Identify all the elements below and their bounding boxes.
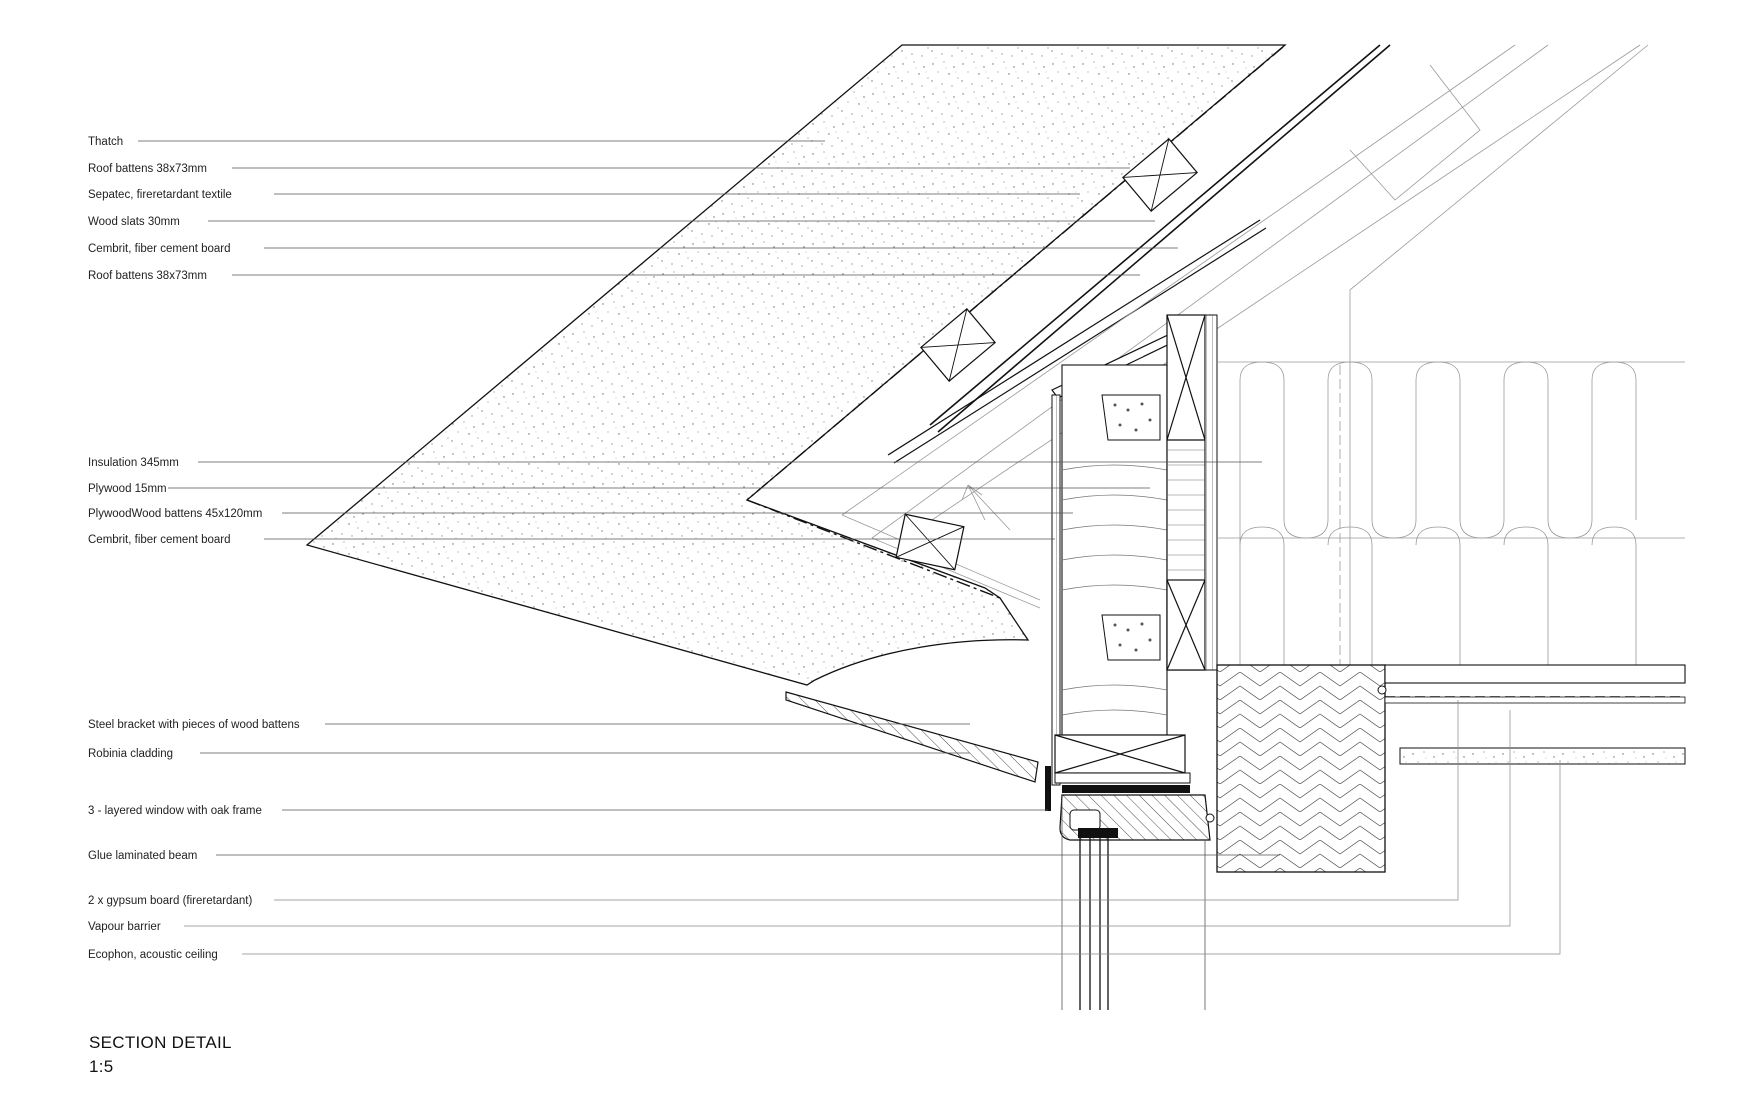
robinia-cladding — [785, 691, 1039, 783]
leader-lines — [138, 140, 1561, 955]
window-oak-frame — [1045, 766, 1215, 1010]
label-roof-battens-upper: Roof battens 38x73mm — [88, 163, 207, 175]
airflow-arrow — [961, 484, 1011, 531]
label-wood-slats: Wood slats 30mm — [88, 216, 180, 228]
label-thatch: Thatch — [88, 136, 123, 148]
label-glulam-beam: Glue laminated beam — [88, 850, 197, 862]
fireretardant-textile — [746, 46, 1284, 599]
label-cembrit-lower: Cembrit, fiber cement board — [88, 534, 231, 546]
label-window: 3 - layered window with oak frame — [88, 805, 262, 817]
label-robinia-cladding: Robinia cladding — [88, 748, 173, 760]
floor-insulation — [1217, 361, 1685, 666]
layer-labels: Thatch Roof battens 38x73mm Sepatec, fir… — [88, 136, 300, 961]
label-plywood-wood-battens: PlywoodWood battens 45x120mm — [88, 508, 262, 520]
glue-laminated-beam — [1216, 664, 1386, 873]
title-name: SECTION DETAIL — [89, 1033, 232, 1052]
label-ecophon: Ecophon, acoustic ceiling — [88, 949, 218, 961]
steel-bracket-upper — [1101, 394, 1161, 441]
title-scale: 1:5 — [89, 1057, 114, 1076]
label-gypsum-board: 2 x gypsum board (fireretardant) — [88, 895, 252, 907]
label-steel-bracket: Steel bracket with pieces of wood batten… — [88, 719, 300, 731]
label-plywood: Plywood 15mm — [88, 483, 167, 495]
label-cembrit-upper: Cembrit, fiber cement board — [88, 243, 231, 255]
label-roof-battens-lower: Roof battens 38x73mm — [88, 270, 207, 282]
wall-assembly — [1051, 314, 1218, 786]
label-sepatec: Sepatec, fireretardant textile — [88, 189, 232, 201]
label-vapour-barrier: Vapour barrier — [88, 921, 161, 933]
drawing-title: SECTION DETAIL 1:5 — [89, 1033, 232, 1076]
roof-battens — [895, 138, 1198, 571]
thatch-layer — [305, 44, 1287, 686]
ceiling-layers — [1377, 664, 1686, 765]
steel-bracket-lower — [1101, 614, 1161, 661]
label-insulation: Insulation 345mm — [88, 457, 179, 469]
